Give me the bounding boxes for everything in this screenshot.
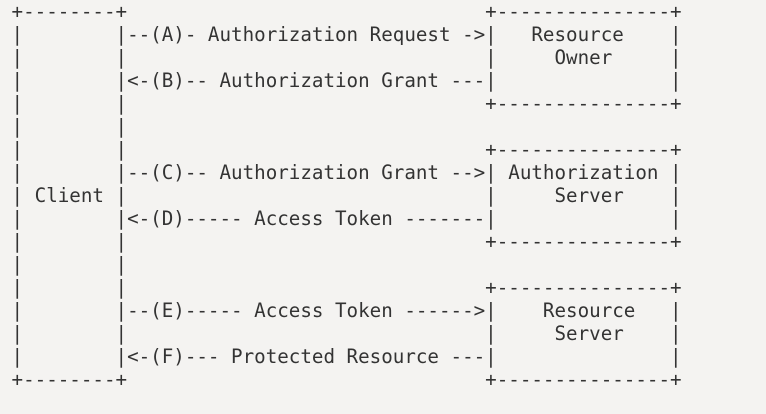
ascii-line-09: | Client | | Server |: [0, 184, 682, 207]
ascii-line-03: | | | Owner |: [0, 46, 682, 69]
ascii-line-17: +--------+ +---------------+: [0, 368, 682, 391]
ascii-line-16: | |<-(F)--- Protected Resource ---| |: [0, 345, 682, 368]
ascii-line-06: | |: [0, 115, 128, 138]
ascii-line-07: | | +---------------+: [0, 138, 682, 161]
ascii-line-01: +--------+ +---------------+: [0, 0, 682, 23]
ascii-line-08: | |--(C)-- Authorization Grant -->| Auth…: [0, 161, 682, 184]
ascii-line-15: | | | Server |: [0, 322, 682, 345]
ascii-line-11: | | +---------------+: [0, 230, 682, 253]
ascii-line-10: | |<-(D)----- Access Token -------| |: [0, 207, 682, 230]
ascii-line-04: | |<-(B)-- Authorization Grant ---| |: [0, 69, 682, 92]
ascii-line-05: | | +---------------+: [0, 92, 682, 115]
ascii-line-12: | |: [0, 253, 128, 276]
ascii-line-13: | | +---------------+: [0, 276, 682, 299]
ascii-line-02: | |--(A)- Authorization Request ->| Reso…: [0, 23, 682, 46]
ascii-line-14: | |--(E)----- Access Token ------>| Reso…: [0, 299, 682, 322]
